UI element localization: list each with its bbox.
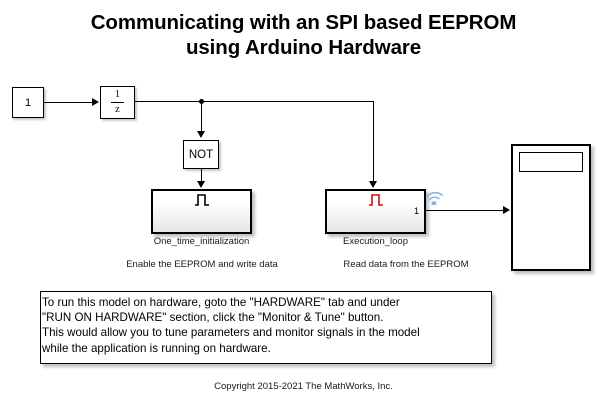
subsystem-init-description: Enable the EEPROM and write data xyxy=(126,259,278,270)
arrow-into-display xyxy=(503,205,510,214)
not-block-label: NOT xyxy=(188,148,214,161)
not-block[interactable]: NOT xyxy=(183,140,219,169)
arrow-into-init-trigger xyxy=(196,181,205,188)
unit-delay-denominator: z xyxy=(115,104,120,115)
wire-junction-to-exec xyxy=(373,101,374,182)
subsystem-exec-description: Read data from the EEPROM xyxy=(343,259,469,270)
constant-block[interactable]: 1 xyxy=(12,87,44,118)
wire-delay-out xyxy=(135,101,373,102)
page-title: Communicating with an SPI based EEPROM u… xyxy=(0,10,607,60)
subsystem-one-time-initialization[interactable] xyxy=(151,189,252,234)
subsystem-exec-label: Execution_loop xyxy=(343,236,408,247)
constant-block-label: 1 xyxy=(24,96,32,109)
fraction-bar xyxy=(111,102,124,103)
wire-constant-to-delay xyxy=(44,102,93,103)
display-value-field xyxy=(519,152,583,172)
unit-delay-block[interactable]: 1 z xyxy=(100,86,135,119)
unit-delay-fraction: 1 z xyxy=(111,90,124,115)
unit-delay-numerator: 1 xyxy=(115,89,120,100)
wire-not-to-init xyxy=(200,169,202,182)
annotation-note-text: To run this model on hardware, goto the … xyxy=(42,296,420,355)
title-line-1: Communicating with an SPI based EEPROM xyxy=(90,11,517,34)
display-block[interactable] xyxy=(511,144,591,271)
wire-junction-to-not xyxy=(200,101,202,132)
title-line-2: using Arduino Hardware xyxy=(185,36,422,59)
subsystem-execution-loop[interactable] xyxy=(325,189,426,234)
arrow-into-exec-trigger xyxy=(369,181,377,188)
arrow-into-not xyxy=(196,131,205,138)
subsystem-init-label: One_time_initialization xyxy=(153,236,250,247)
wire-exec-to-display xyxy=(426,210,508,211)
trigger-pulse-icon xyxy=(194,194,209,206)
exec-output-port-number: 1 xyxy=(414,206,420,216)
signal-logging-wifi-icon xyxy=(426,191,443,205)
arrow-into-delay xyxy=(92,97,99,106)
trigger-pulse-icon-red xyxy=(368,194,383,206)
copyright-text: Copyright 2015-2021 The MathWorks, Inc. xyxy=(214,381,393,392)
annotation-note[interactable]: To run this model on hardware, goto the … xyxy=(40,291,492,364)
